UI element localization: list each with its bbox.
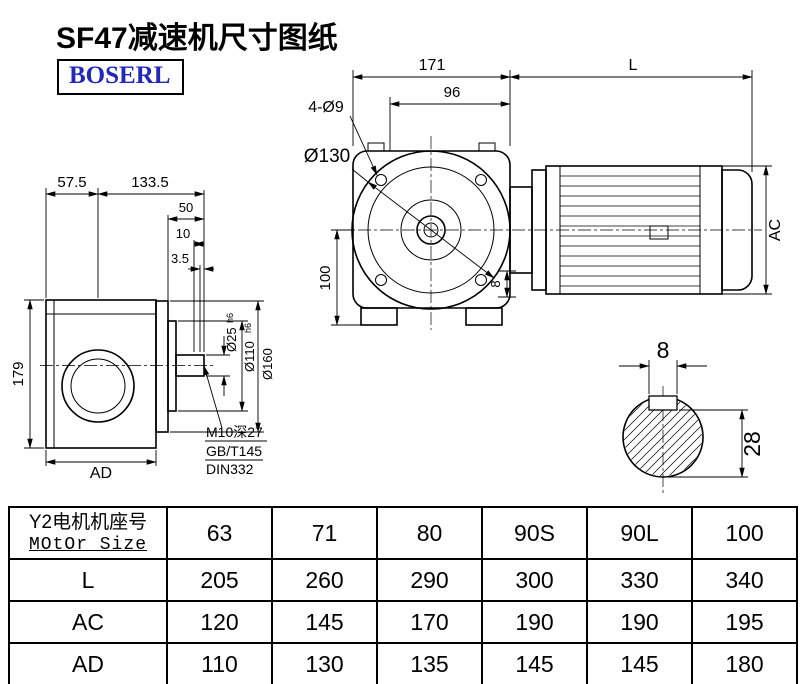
motor-size-header-cell: Y2电机机座号 MOtOr Size <box>8 506 168 560</box>
bolt-hole <box>475 174 487 186</box>
bolt-holes-label: 4-Ø9 <box>308 99 344 116</box>
dim-value-cell: 190 <box>481 600 588 644</box>
dim-value-cell: 180 <box>691 642 798 684</box>
standard-note-1: GB/T145 <box>206 443 262 459</box>
shaft-diameter-tolerance: h6 <box>225 313 235 323</box>
front-view-dimensions: 171 L 96 4-Ø9 Ø130 100 8 AC <box>304 57 784 326</box>
table-row-AC: AC 120 145 170 190 190 195 <box>8 600 798 644</box>
shaft-section-view: 8 28 <box>619 337 765 494</box>
dim-AD-label: AD <box>90 465 112 482</box>
size-header-cell: 90S <box>481 506 588 560</box>
tap-note-label: M10深27 <box>206 424 263 440</box>
dim-value-cell: 195 <box>691 600 798 644</box>
dim-value-cell: 145 <box>271 600 378 644</box>
dim-3-5-label: 3.5 <box>171 251 189 266</box>
standard-note-2: DIN332 <box>206 461 254 477</box>
key-width-label: 8 <box>657 337 670 363</box>
spigot-diameter-label: Ø110 <box>242 341 257 372</box>
flange-od-label: Ø160 <box>260 348 275 380</box>
gearbox-side-view <box>40 299 215 449</box>
dim-value-cell: 135 <box>376 642 483 684</box>
dim-value-cell: 330 <box>586 558 693 602</box>
flange-diameter-label: Ø130 <box>304 146 350 167</box>
dim-50-label: 50 <box>179 200 193 215</box>
spigot-diameter-tolerance: h6 <box>243 323 253 333</box>
page-title: SF47减速机尺寸图纸 <box>56 22 338 55</box>
table-row-L: L 205 260 290 300 330 340 <box>8 558 798 602</box>
dim-57-5-label: 57.5 <box>57 174 86 191</box>
foot-right <box>465 307 503 326</box>
output-bore-inner-circle <box>70 358 126 414</box>
dim-value-cell: 300 <box>481 558 588 602</box>
size-header-cell: 100 <box>691 506 798 560</box>
dim-value-cell: 145 <box>481 642 588 684</box>
dim-96-label: 96 <box>444 84 461 101</box>
dim-value-cell: 145 <box>586 642 693 684</box>
bolt-hole <box>475 274 487 286</box>
dim-100-label: 100 <box>317 265 334 290</box>
dim-133-5-label: 133.5 <box>131 174 169 191</box>
size-header-cell: 90L <box>586 506 693 560</box>
dim-value-cell: 170 <box>376 600 483 644</box>
row-label: L <box>8 558 168 602</box>
motor-cooling-fins <box>560 175 700 287</box>
dim-value-cell: 130 <box>271 642 378 684</box>
size-header-cell: 71 <box>271 506 378 560</box>
dim-179-label: 179 <box>10 361 27 386</box>
dim-value-cell: 190 <box>586 600 693 644</box>
row-label: AC <box>8 600 168 644</box>
dim-value-cell: 260 <box>271 558 378 602</box>
side-view-dimensions: 57.5 133.5 50 10 3.5 179 AD Ø25 <box>10 174 275 482</box>
dim-value-cell: 110 <box>166 642 273 684</box>
size-header-cell: 80 <box>376 506 483 560</box>
engineering-drawing: 171 L 96 4-Ø9 Ø130 100 8 AC <box>10 57 784 494</box>
size-header-cell: 63 <box>166 506 273 560</box>
bolt-hole <box>375 174 387 186</box>
output-bore-circle <box>61 349 135 423</box>
motor-size-label-en: MOtOr Size <box>28 534 148 555</box>
gear-housing <box>45 299 157 449</box>
table-row-AD: AD 110 130 135 145 145 180 <box>8 642 798 684</box>
bolt-hole <box>375 274 387 286</box>
fan-cowl <box>721 169 753 291</box>
row-label: AD <box>8 642 168 684</box>
output-flange-plate <box>155 300 169 433</box>
motor-size-table: Y2电机机座号 MOtOr Size 63 71 80 90S 90L 100 … <box>8 506 798 684</box>
dim-value-cell: 205 <box>166 558 273 602</box>
shaft-diameter-label: Ø25 <box>224 327 239 352</box>
brand-logo: BOSERL <box>57 59 185 95</box>
motor-side-view <box>509 165 753 295</box>
motor-nameplate <box>649 225 669 240</box>
top-tab-left <box>367 142 385 152</box>
shaft-depth-label: 28 <box>739 431 765 457</box>
motor-size-label-cn: Y2电机机座号 <box>28 512 148 534</box>
dim-171-label: 171 <box>419 57 446 74</box>
front-flange-view <box>336 136 762 330</box>
dim-value-cell: 120 <box>166 600 273 644</box>
table-header-row: Y2电机机座号 MOtOr Size 63 71 80 90S 90L 100 <box>8 506 798 560</box>
dim-value-cell: 340 <box>691 558 798 602</box>
dim-value-cell: 290 <box>376 558 483 602</box>
dim-10-label: 10 <box>176 226 190 241</box>
flange-spigot <box>167 320 177 412</box>
foot-left <box>360 307 398 326</box>
dim-8-label: 8 <box>488 280 503 287</box>
top-tab-right <box>478 142 496 152</box>
keyway <box>648 395 678 411</box>
dim-AC-label: AC <box>767 219 784 241</box>
dim-L-label: L <box>629 57 638 74</box>
